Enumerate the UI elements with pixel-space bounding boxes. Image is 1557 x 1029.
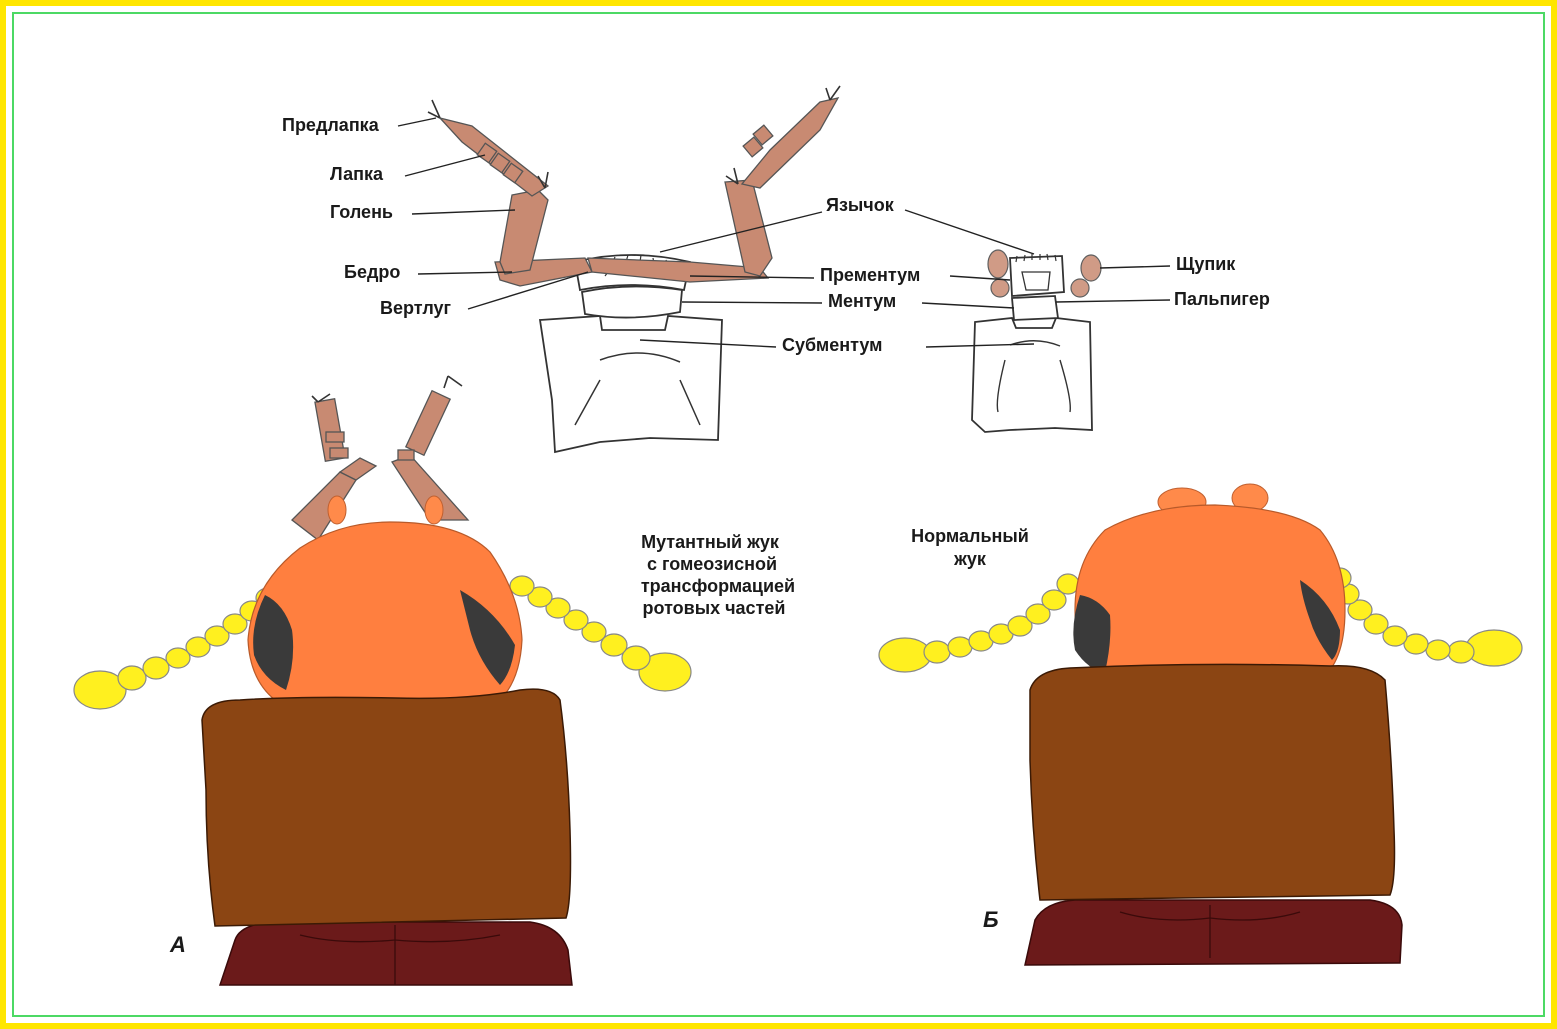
caption-mutant-line-4: ротовых частей (643, 598, 786, 618)
mutant-submentum (540, 316, 722, 452)
label-mentum: Ментум (828, 291, 896, 311)
mutant-beetle (74, 376, 691, 985)
caption-normal: Нормальный жук (911, 526, 1029, 569)
normal-labium (972, 250, 1101, 432)
normal-mentum (1012, 296, 1058, 320)
caption-normal-line-1: Нормальный (911, 526, 1029, 546)
label-palpiger: Пальпигер (1174, 289, 1270, 309)
normal-thorax (1025, 900, 1402, 965)
normal-antenna-right (1329, 568, 1522, 666)
label-prementum: Прементум (820, 265, 920, 285)
caption-mutant-line-1: Мутантный жук (641, 532, 780, 552)
label-vertlug: Вертлуг (380, 298, 452, 318)
label-shchupik: Щупик (1176, 254, 1236, 274)
normal-antenna-left (879, 574, 1079, 672)
label-yazychok: Язычок (826, 195, 895, 215)
mutant-thorax (220, 922, 572, 985)
label-golen: Голень (330, 202, 393, 222)
mutant-labium (428, 86, 840, 452)
caption-mutant: Мутантный жук с гомеозисной трансформаци… (641, 532, 795, 618)
label-bedro: Бедро (344, 262, 400, 282)
label-predlapka: Предлапка (282, 115, 380, 135)
mutant-mentum (582, 286, 682, 317)
caption-normal-line-2: жук (953, 549, 987, 569)
caption-mutant-line-2: с гомеозисной (647, 554, 777, 574)
panel-label-b: Б (983, 907, 999, 932)
caption-mutant-line-3: трансформацией (641, 576, 795, 596)
panel-label-a: А (169, 932, 186, 957)
mutant-left-leg (440, 118, 592, 286)
mutant-pronotum (202, 689, 571, 926)
label-lapka: Лапка (330, 164, 384, 184)
normal-pronotum (1030, 664, 1395, 900)
label-submentum: Субментум (782, 335, 882, 355)
normal-submentum (972, 318, 1092, 432)
